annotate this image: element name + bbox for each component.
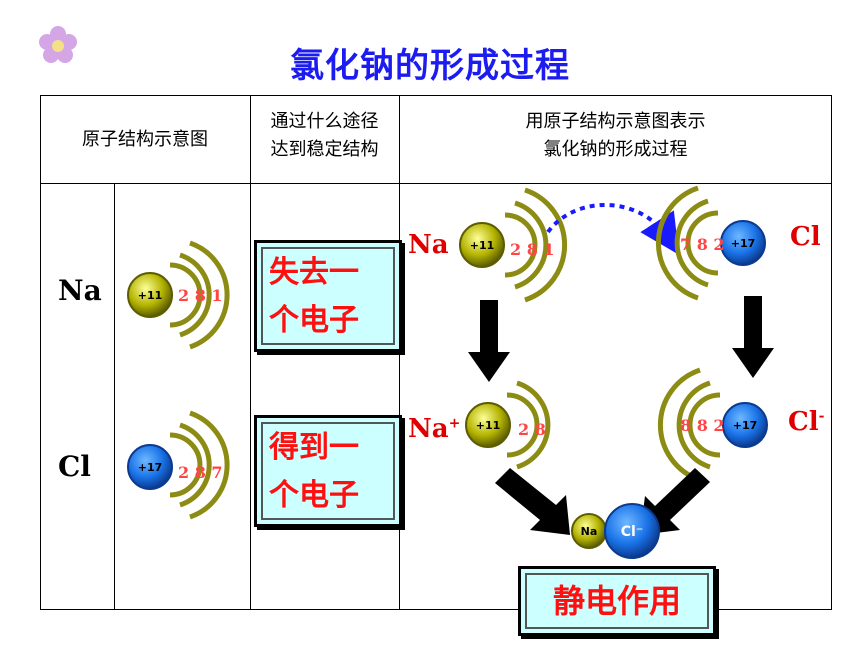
flower-icon [39, 26, 77, 63]
row-symbol-na: Na [58, 274, 102, 307]
cl-left-electrons: 2 8 7 [178, 463, 223, 482]
na-ion-label: Na+ [408, 414, 460, 444]
column-divider-1 [250, 95, 251, 610]
header-divider [40, 183, 832, 184]
na-left-nucleus: +11 [138, 289, 163, 302]
gain-line1: 得到一 [269, 430, 359, 465]
table-frame [40, 95, 832, 610]
column-divider-2 [399, 95, 400, 610]
cl-ion-charge: - [818, 408, 825, 425]
cl-ion-label: Cl- [788, 407, 824, 437]
cl-top-nucleus: +17 [731, 237, 756, 250]
cl-ion-nucleus: +17 [733, 419, 758, 432]
gain-electron-box-inner: 得到一 个电子 [261, 422, 395, 520]
header-method: 通过什么途径 达到稳定结构 [250, 108, 399, 164]
header-process-line1: 用原子结构示意图表示 [525, 111, 706, 132]
lose-line2: 个电子 [269, 303, 359, 338]
cl-label: Cl [790, 222, 821, 252]
page-title: 氯化钠的形成过程 [290, 46, 570, 86]
gain-electron-box: 得到一 个电子 [254, 415, 402, 527]
na-ion-nucleus: +11 [476, 419, 501, 432]
diag-arrow-right [640, 468, 710, 535]
cl-ion: +17 8 8 2 [657, 367, 768, 483]
cl-atom-left: +17 2 8 7 [127, 410, 230, 520]
row-symbol-cl: Cl [58, 450, 91, 483]
electrostatic-box: 静电作用 [518, 566, 716, 636]
header-process: 用原子结构示意图表示 氯化钠的形成过程 [399, 108, 832, 164]
nacl-cl-label: Cl⁻ [621, 524, 643, 540]
header-atomic-structure: 原子结构示意图 [82, 129, 208, 150]
na-atom-top: +11 2 8 1 [459, 187, 568, 303]
down-arrow-right [732, 296, 774, 378]
cl-ion-electrons: 8 8 2 [680, 416, 725, 435]
diag-arrow-left [495, 468, 570, 535]
na-top-nucleus: +11 [470, 239, 495, 252]
lose-electron-box: 失去一 个电子 [254, 240, 402, 352]
lose-electron-box-inner: 失去一 个电子 [261, 247, 395, 345]
header-method-line1: 通过什么途径 [270, 111, 379, 132]
lose-line1: 失去一 [269, 255, 359, 290]
header-process-line2: 氯化钠的形成过程 [543, 139, 688, 160]
electron-transfer-arrow [546, 203, 679, 255]
na-top-electrons: 2 8 1 [510, 240, 555, 259]
na-ion: +11 2 8 [465, 380, 551, 470]
na-ion-charge: + [448, 415, 461, 432]
cl-top-electrons: 7 8 2 [680, 235, 725, 254]
header-method-line2: 达到稳定结构 [270, 139, 379, 160]
gain-line2: 个电子 [269, 478, 359, 513]
down-arrow-left [468, 300, 510, 382]
na-ion-symbol: Na [408, 414, 449, 444]
row-label-divider [114, 183, 115, 610]
na-left-electrons: 2 8 1 [178, 286, 223, 305]
nacl-pair: Na Cl⁻ [571, 503, 660, 559]
cl-atom-top: +17 7 8 2 [655, 185, 766, 301]
electrostatic-label: 静电作用 [525, 573, 709, 629]
na-label: Na [408, 230, 449, 260]
cl-ion-symbol: Cl [788, 407, 819, 437]
na-ion-electrons: 2 8 [518, 420, 546, 439]
cl-left-nucleus: +17 [138, 461, 163, 474]
na-atom-left: +11 2 8 1 [127, 240, 230, 350]
nacl-na-label: Na [581, 525, 598, 538]
